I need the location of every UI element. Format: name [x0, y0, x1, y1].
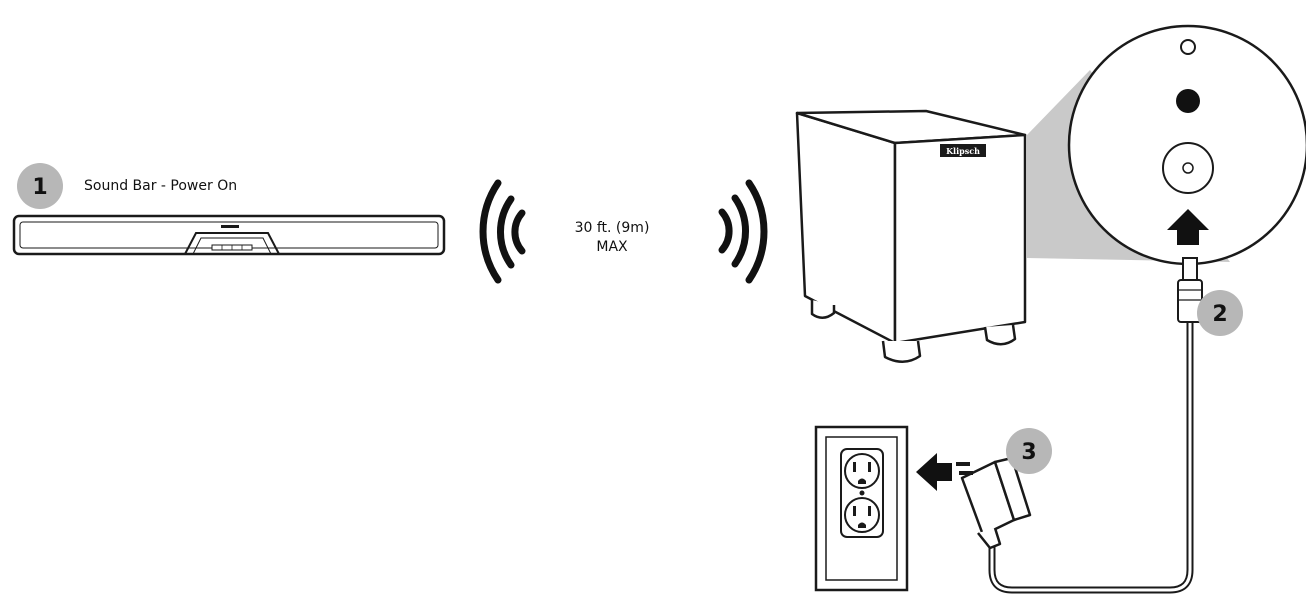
subwoofer-logo-plate	[940, 144, 986, 157]
status-led	[1180, 39, 1196, 55]
range-distance: 30 ft. (9m)	[575, 220, 650, 236]
wireless-waves-icon-right	[718, 179, 768, 284]
sound-bar-control-inner	[192, 237, 272, 255]
step-1-badge-circle	[17, 163, 63, 209]
arrow-up-icon	[1167, 209, 1209, 245]
dc-plug-tip	[1182, 257, 1198, 281]
step-1-label: Sound Bar - Power On	[84, 178, 237, 194]
step-3-badge-circle	[1006, 428, 1052, 474]
step-2-number: 2	[1212, 302, 1227, 327]
pair-button	[1176, 89, 1200, 113]
subwoofer-front	[893, 133, 1027, 345]
subwoofer-foot-3	[983, 324, 1017, 346]
step-2-badge: 2	[1197, 290, 1243, 336]
range-max: MAX	[596, 239, 628, 255]
adapter-prong-2	[959, 471, 973, 475]
step-3-number: 3	[1021, 440, 1036, 465]
outlet-screw	[859, 490, 865, 496]
subwoofer-foot-2	[881, 340, 922, 363]
subwoofer: Klipsch	[795, 109, 1027, 363]
outlet-receptacle-bottom	[844, 497, 880, 533]
back-panel-zoom	[1067, 24, 1306, 266]
adapter-prong-1	[956, 462, 970, 466]
outlet-receptacle-top	[844, 453, 880, 489]
step-1-badge: 1	[17, 163, 63, 209]
power-jack-pin	[1182, 162, 1194, 174]
arrow-left-icon	[916, 453, 952, 491]
wall-outlet	[814, 425, 909, 592]
adapter-front	[993, 456, 1032, 522]
dc-plug	[1177, 257, 1203, 323]
subwoofer-logo: Klipsch	[946, 146, 980, 156]
sound-bar-control-panel	[184, 232, 280, 255]
sound-bar-logo	[221, 225, 239, 228]
power-adapter	[956, 456, 1032, 550]
step-2-badge-circle	[1197, 290, 1243, 336]
adapter-strain-relief	[977, 527, 1002, 550]
step-3-badge: 3	[1006, 428, 1052, 474]
power-cable	[988, 316, 1194, 594]
subwoofer-foot-1	[810, 300, 836, 319]
step-1-number: 1	[32, 175, 47, 200]
sound-bar	[12, 214, 446, 256]
wireless-waves-icon-left	[479, 179, 526, 284]
